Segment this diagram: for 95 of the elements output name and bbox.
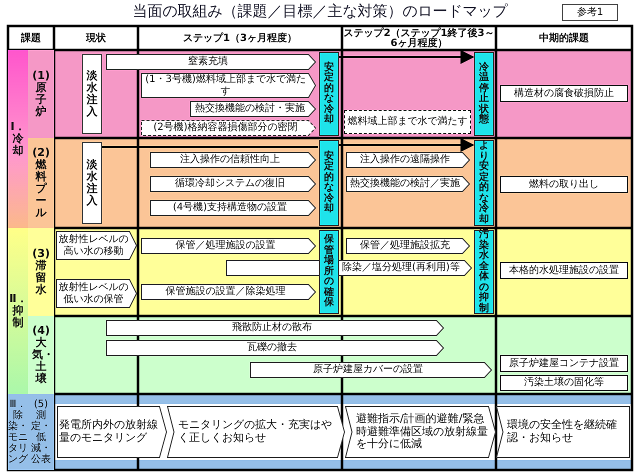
milestone-box	[474, 230, 494, 314]
column-header: 中期的課題	[538, 32, 590, 46]
action-label: 保管／処理施設拡充	[360, 240, 450, 252]
action-label: (1・3号機)燃料域上部まで水で満たす	[144, 74, 307, 97]
task-banner	[57, 406, 167, 458]
task-banner	[56, 231, 137, 260]
action-label: 発電所内外の放射線量のモニタリング	[59, 419, 159, 445]
milestone-label: 安定的な冷却	[322, 62, 335, 126]
milestone-box	[474, 140, 494, 226]
task-banner	[106, 320, 444, 336]
arrow	[339, 138, 474, 152]
task-banner	[150, 200, 316, 216]
action-label: (2号機)格納容器損傷部分の密閉	[153, 122, 298, 134]
goal-label: 構造材の腐食破損防止	[514, 88, 614, 100]
status-box	[82, 54, 102, 134]
subcategory-label: (3)滞留水	[32, 248, 50, 296]
task-banner	[150, 176, 316, 192]
task-banner	[106, 340, 444, 356]
task-banner	[141, 238, 316, 254]
milestone-box	[319, 230, 339, 314]
action-label: 放射性レベルの高い水の移動	[58, 234, 129, 257]
task-banner	[167, 406, 345, 458]
action-label: 熱交換機能の検討／実施	[350, 178, 460, 190]
goal-label: 本格的水処理施設の設置	[509, 264, 619, 276]
category-label: Ⅱ．抑制	[9, 292, 27, 330]
category-band	[8, 228, 28, 394]
task-banner	[56, 279, 137, 308]
action-label: モニタリングの拡大・充実はやく正しくお知らせ	[178, 419, 333, 445]
column-header: 課題	[20, 32, 42, 46]
milestone-box	[474, 52, 494, 136]
subcategory-label: (1)原子炉	[32, 70, 50, 118]
milestone-label: 冷温停止状態	[478, 62, 490, 126]
goal-box	[496, 406, 630, 458]
subcategory-label: (2)燃料プール	[32, 146, 50, 220]
subcategory-band	[28, 138, 54, 228]
goal-box	[500, 85, 628, 102]
reference-tag: 参考1	[562, 4, 618, 21]
task-banner	[346, 152, 470, 168]
status-label: 淡水注入	[85, 158, 98, 208]
action-label: 循環冷却システムの復旧	[175, 178, 285, 190]
category-label: Ⅰ．冷却	[9, 120, 27, 158]
milestone-box	[319, 52, 339, 136]
connector-line	[102, 146, 318, 148]
milestone-label: より安定的な冷却	[478, 141, 490, 225]
task-banner	[250, 362, 492, 378]
subcategory-label: (4)大気・土壌	[32, 324, 50, 386]
action-label: 保管施設の設置／除染処理	[166, 286, 286, 298]
goal-box	[500, 176, 628, 193]
goal-label: 汚染土壌の固化等	[524, 377, 604, 389]
category-band	[8, 50, 28, 228]
category-label: Ⅲ．除染・モニタリング	[8, 399, 28, 465]
goal-label: 燃料の取り出し	[529, 178, 599, 190]
action-label: 燃料域上部まで水で満たす	[348, 116, 468, 128]
subcategory-band	[28, 394, 54, 470]
task-banner	[345, 406, 496, 458]
column-header: ステップ2（ステップ1終了後3～6ヶ月程度）	[342, 27, 496, 50]
goal-box	[500, 262, 628, 279]
column-header: ステップ1（3ヶ月程度）	[182, 31, 298, 46]
action-label: 原子炉建屋カバーの設置	[313, 364, 423, 376]
task-banner	[141, 284, 316, 300]
task-banner	[190, 101, 316, 117]
goal-box	[500, 355, 628, 372]
dashed-action-box	[344, 110, 471, 134]
status-box	[82, 142, 102, 224]
action-label: 窒素充填	[188, 56, 228, 68]
task-banner	[106, 54, 316, 70]
action-label: 除染／塩分処理(再利用)等	[342, 262, 460, 274]
subcategory-band	[28, 50, 54, 138]
milestone-label: 汚染水全体の抑制	[478, 230, 490, 314]
milestone-label: 保管場所の確保	[322, 235, 335, 309]
arrow	[339, 50, 474, 64]
action-label: 保管／処理施設の設置	[176, 240, 276, 252]
status-label: 淡水注入	[85, 70, 98, 118]
subcategory-band	[28, 228, 54, 316]
task-banner	[346, 176, 470, 192]
column-header: 現状	[84, 32, 107, 46]
action-label: 避難指示/計画的避難/緊急時避難準備区域の放射線量を十分に低減	[356, 413, 488, 451]
action-label: 注入操作の遠隔操作	[360, 154, 450, 166]
action-label: 放射性レベルの低い水の保管	[58, 282, 129, 305]
subcategory-label: (5)測定・低減・公表	[31, 399, 51, 465]
goal-label: 原子炉建屋コンテナ設置	[509, 358, 619, 370]
task-banner	[141, 120, 316, 136]
goal-label: 環境の安全性を継続確認・お知らせ	[507, 419, 618, 445]
action-label: 飛散防止材の散布	[232, 322, 312, 334]
milestone-label: 安定的な冷却	[322, 152, 335, 214]
milestone-box	[319, 140, 339, 226]
task-banner	[346, 238, 470, 254]
action-label: 熱交換機能の検討・実施	[195, 103, 305, 115]
action-label: 瓦礫の撤去	[247, 342, 297, 354]
diagram-title: 当面の取組み（課題／目標／主な対策）のロードマップ	[132, 2, 509, 22]
goal-box	[500, 375, 628, 391]
subcategory-band	[28, 316, 54, 394]
task-banner	[150, 152, 316, 168]
action-label: (4号機)支持構造物の設置	[172, 202, 288, 214]
action-label: 注入操作の信頼性向上	[180, 154, 280, 166]
